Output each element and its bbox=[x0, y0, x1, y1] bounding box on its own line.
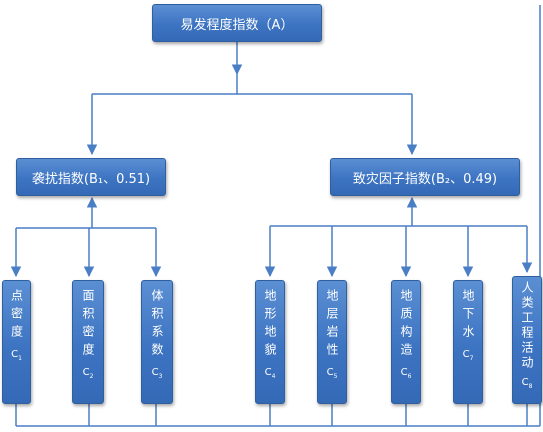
node-c1-code: C1 bbox=[11, 349, 22, 362]
node-b2-label: 致灾因子指数(B₂、0.49) bbox=[352, 171, 498, 187]
root-label: 易发程度指数（A） bbox=[180, 17, 294, 33]
node-c2-label: 面积密度 bbox=[81, 289, 95, 361]
node-c2: 面积密度 C2 bbox=[72, 280, 104, 404]
node-c5-code: C5 bbox=[326, 367, 338, 380]
node-b1-label: 袭扰指数(B₁、0.51) bbox=[31, 171, 151, 187]
node-c7-label: 地下水 bbox=[461, 289, 475, 343]
node-c4-label: 地形地貌 bbox=[263, 289, 277, 361]
node-c2-code: C2 bbox=[82, 367, 94, 380]
node-c6-code: C6 bbox=[400, 367, 412, 380]
node-b1: 袭扰指数(B₁、0.51) bbox=[16, 158, 166, 196]
node-c4-code: C4 bbox=[264, 367, 276, 380]
node-c3: 体积系数 C3 bbox=[141, 280, 173, 404]
node-c3-code: C3 bbox=[151, 367, 163, 380]
node-c8: 人类工程活动 C8 bbox=[512, 276, 542, 404]
node-c8-code: C8 bbox=[521, 377, 533, 390]
node-b2: 致灾因子指数(B₂、0.49) bbox=[330, 158, 520, 196]
node-c1: 点密度 C1 bbox=[2, 280, 31, 404]
node-c5-label: 地层岩性 bbox=[325, 289, 339, 361]
node-c7: 地下水 C7 bbox=[453, 280, 483, 404]
node-c3-label: 体积系数 bbox=[150, 289, 164, 361]
node-c6: 地质构造 C6 bbox=[391, 280, 421, 404]
node-c8-label: 人类工程活动 bbox=[520, 281, 534, 371]
node-c1-label: 点密度 bbox=[9, 289, 24, 343]
node-c4: 地形地貌 C4 bbox=[255, 280, 285, 404]
root-node: 易发程度指数（A） bbox=[152, 4, 322, 42]
node-c5: 地层岩性 C5 bbox=[317, 280, 347, 404]
node-c7-code: C7 bbox=[462, 349, 474, 362]
node-c6-label: 地质构造 bbox=[399, 289, 413, 361]
